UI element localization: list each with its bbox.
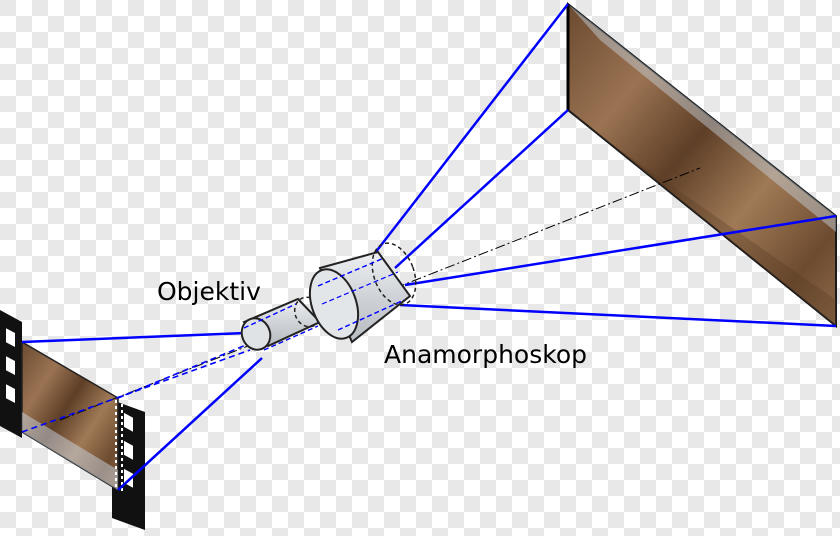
- objective-label: Objektiv: [157, 279, 261, 304]
- anamorphoscope-label: Anamorphoskop: [384, 342, 587, 367]
